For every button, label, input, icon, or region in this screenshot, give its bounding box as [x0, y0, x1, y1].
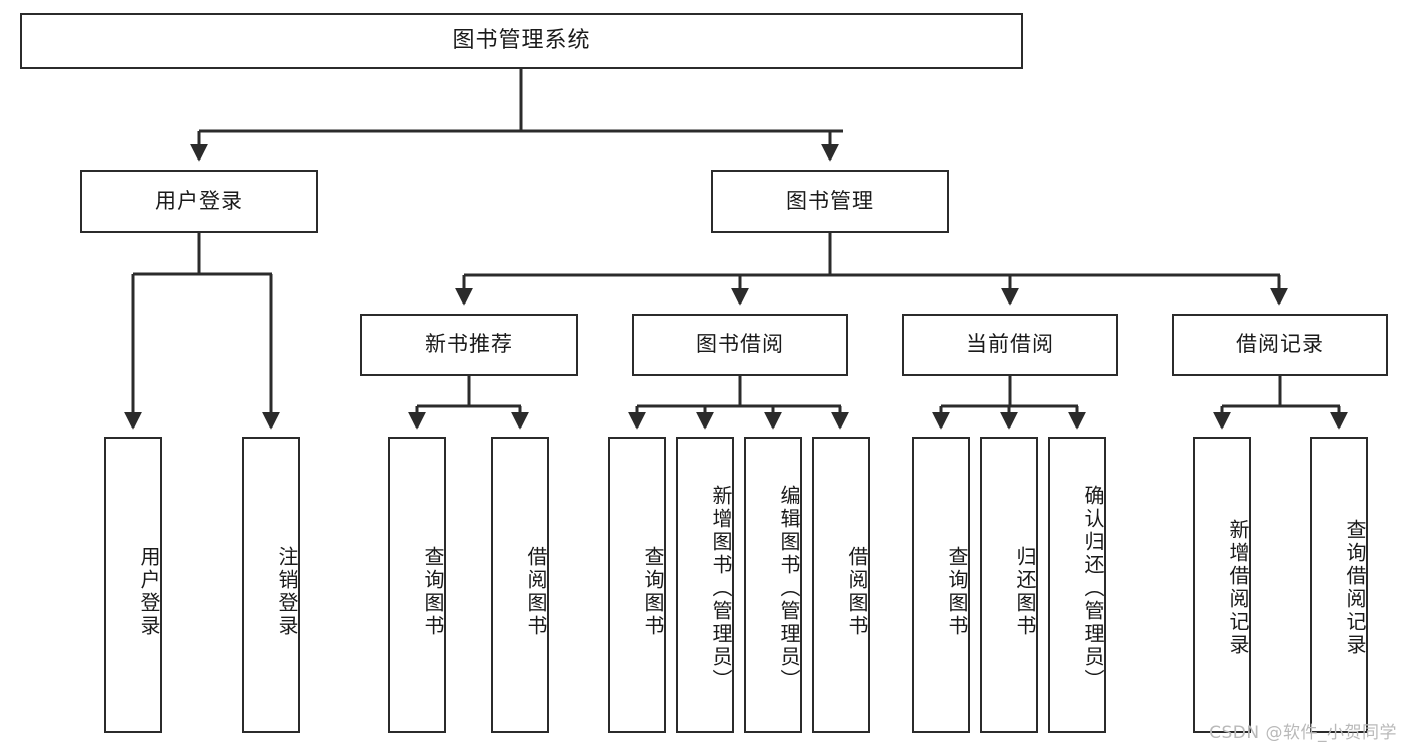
node-leaf-query-book-1[interactable]: 查询图书	[388, 437, 446, 733]
node-label: 当前借阅	[966, 332, 1054, 357]
node-leaf-add-book[interactable]: 新增图书（管理员）	[676, 437, 734, 733]
node-user-login[interactable]: 用户登录	[80, 170, 318, 233]
node-leaf-return-book[interactable]: 归还图书	[980, 437, 1038, 733]
node-leaf-query-book-2[interactable]: 查询图书	[608, 437, 666, 733]
node-leaf-borrow-book-1[interactable]: 借阅图书	[491, 437, 549, 733]
node-leaf-borrow-book-2[interactable]: 借阅图书	[812, 437, 870, 733]
node-book-borrow[interactable]: 图书借阅	[632, 314, 848, 376]
node-label: 查询图书	[421, 546, 445, 638]
node-label: 借阅图书	[845, 546, 869, 638]
node-label: 新增图书（管理员）	[709, 484, 733, 692]
node-label: 确认归还（管理员）	[1081, 484, 1105, 692]
node-leaf-confirm-return[interactable]: 确认归还（管理员）	[1048, 437, 1106, 733]
node-leaf-query-record[interactable]: 查询借阅记录	[1310, 437, 1368, 733]
node-label: 用户登录	[137, 546, 161, 638]
node-leaf-query-book-3[interactable]: 查询图书	[912, 437, 970, 733]
node-label: 借阅图书	[524, 546, 548, 638]
node-label: 注销登录	[275, 546, 299, 638]
watermark-text: CSDN @软件_小贺同学	[1209, 723, 1397, 743]
node-label: 用户登录	[155, 188, 243, 213]
node-current-borrow[interactable]: 当前借阅	[902, 314, 1118, 376]
node-label: 图书管理	[786, 188, 874, 213]
node-new-book-recommend[interactable]: 新书推荐	[360, 314, 578, 376]
node-label: 查询图书	[641, 546, 665, 638]
node-label: 图书管理系统	[452, 27, 591, 53]
node-label: 借阅记录	[1236, 332, 1324, 357]
node-label: 查询图书	[945, 546, 969, 638]
node-leaf-user-login[interactable]: 用户登录	[104, 437, 162, 733]
node-leaf-add-record[interactable]: 新增借阅记录	[1193, 437, 1251, 733]
node-leaf-logout-login[interactable]: 注销登录	[242, 437, 300, 733]
node-leaf-edit-book[interactable]: 编辑图书（管理员）	[744, 437, 802, 733]
node-label: 归还图书	[1013, 546, 1037, 638]
node-borrow-record[interactable]: 借阅记录	[1172, 314, 1388, 376]
node-label: 查询借阅记录	[1343, 519, 1367, 657]
node-label: 新书推荐	[425, 332, 513, 357]
node-label: 图书借阅	[696, 332, 784, 357]
node-label: 编辑图书（管理员）	[777, 484, 801, 692]
node-root-book-management-system[interactable]: 图书管理系统	[20, 13, 1023, 69]
node-book-manage[interactable]: 图书管理	[711, 170, 949, 233]
node-label: 新增借阅记录	[1226, 519, 1250, 657]
